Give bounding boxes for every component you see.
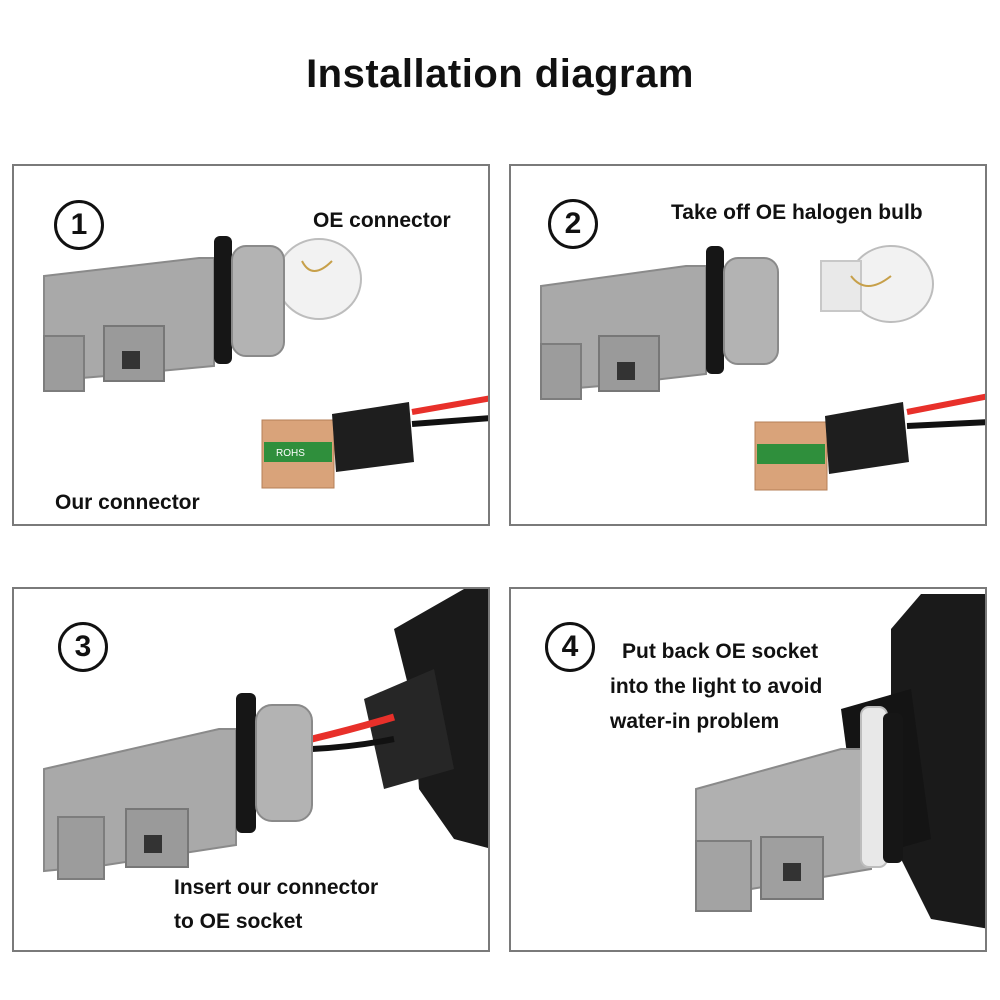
step-2-label: Take off OE halogen bulb bbox=[671, 201, 923, 224]
step-2-panel: 2 Take off OE halogen bulb bbox=[509, 164, 987, 526]
step-1-panel: ROHS 1 OE connector Our connector bbox=[12, 164, 490, 526]
step-number-badge: 1 bbox=[54, 200, 104, 250]
step-number-badge: 4 bbox=[545, 622, 595, 672]
step-3-panel: 3 Insert our connector to OE socket bbox=[12, 587, 490, 952]
step-3-label-line-1: Insert our connector bbox=[174, 876, 379, 899]
socket-installed-illustration bbox=[695, 594, 985, 929]
step-1-label-our-connector: Our connector bbox=[55, 491, 200, 514]
step-1-label-oe-connector: OE connector bbox=[313, 209, 451, 232]
step-4-label-line-2: into the light to avoid bbox=[610, 675, 823, 698]
step-4-label-line-3: water-in problem bbox=[610, 710, 780, 733]
step-4-panel: 4 Put back OE socket into the light to a… bbox=[509, 587, 987, 952]
page-title: Installation diagram bbox=[306, 52, 694, 96]
oe-socket-with-bulb-illustration: ROHS bbox=[43, 236, 488, 489]
step-3-label-line-2: to OE socket bbox=[174, 910, 303, 933]
insert-connector-illustration bbox=[43, 589, 488, 880]
bulb-removal-illustration bbox=[540, 245, 985, 491]
step-number-badge: 3 bbox=[58, 622, 108, 672]
pcb-marking: ROHS bbox=[276, 448, 305, 459]
step-4-label-line-1: Put back OE socket bbox=[622, 640, 819, 663]
step-number-badge: 2 bbox=[548, 199, 598, 249]
